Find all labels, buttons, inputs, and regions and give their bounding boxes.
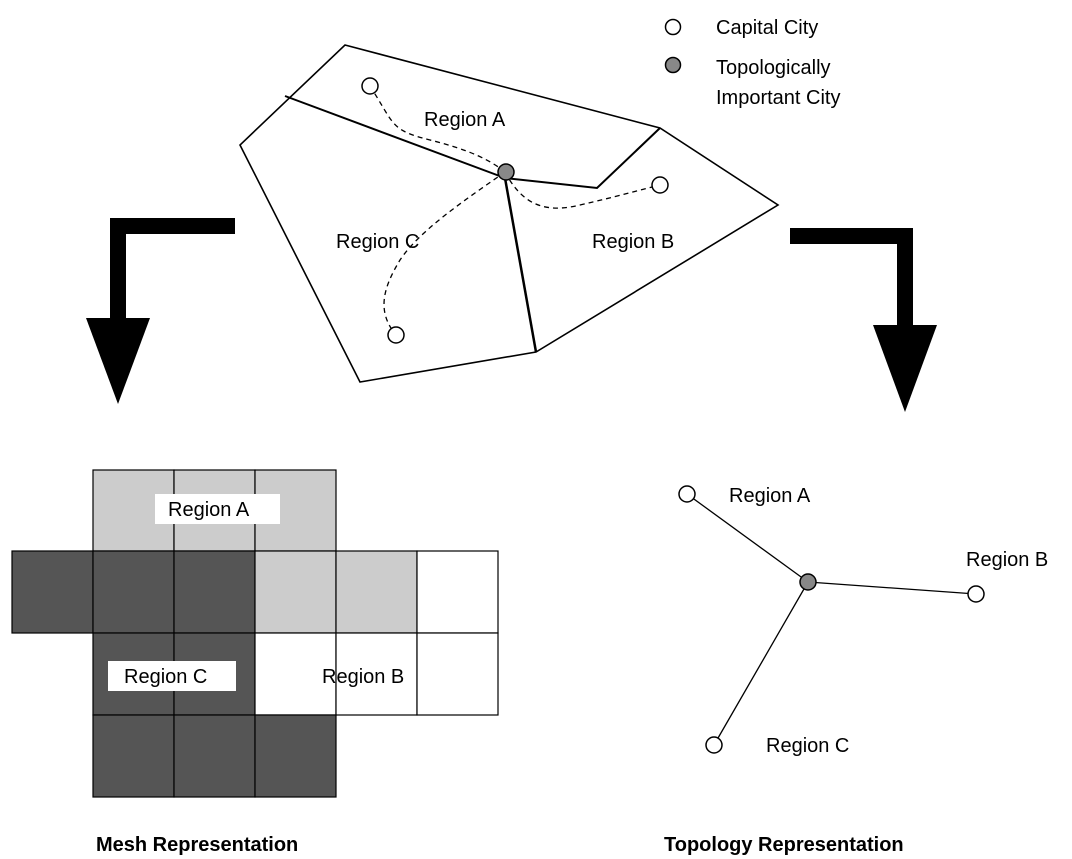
mesh-cell: [416, 550, 499, 634]
mesh-label-region-b: Region B: [322, 666, 404, 688]
topology-edge-a: [686, 493, 809, 583]
map-label-region-a: Region A: [424, 109, 506, 131]
arrow-left: [86, 218, 235, 404]
capital-city-a: [361, 77, 379, 95]
important-city-icon: [664, 56, 682, 74]
border-a-c: [284, 95, 506, 179]
topology-edge-c: [713, 581, 809, 746]
capital-city-icon: [664, 18, 682, 36]
topology-label-region-c: Region C: [766, 735, 849, 757]
mesh-cell: [173, 714, 256, 798]
map-label-region-c: Region C: [336, 231, 419, 253]
capital-city-c: [387, 326, 405, 344]
legend-capital-label: Capital City: [716, 17, 818, 39]
mesh-cell: [335, 550, 418, 634]
capital-city-b: [651, 176, 669, 194]
mesh-representation: Region A Region C Region B Mesh Represen…: [11, 469, 499, 856]
important-city: [497, 163, 515, 181]
mesh-cell: [416, 632, 499, 716]
topology-node-a: [678, 485, 696, 503]
mesh-label-c-bg: [108, 661, 236, 691]
map-label-region-b: Region B: [592, 231, 674, 253]
mesh-cell: [92, 714, 175, 798]
mesh-cell: [335, 632, 418, 716]
mesh-cell: [11, 550, 94, 634]
mesh-caption: Mesh Representation: [96, 834, 298, 856]
mesh-label-region-c: Region C: [124, 666, 207, 688]
legend-important-label-line1: Topologically: [716, 57, 831, 79]
arrow-right: [790, 228, 937, 412]
route-c: [383, 171, 506, 336]
legend-important-label-line2: Important City: [716, 87, 840, 109]
mesh-cell: [254, 714, 337, 798]
route-b: [504, 171, 661, 209]
mesh-cell: [173, 550, 256, 634]
topology-node-center: [799, 573, 817, 591]
arrow-left-head: [86, 318, 150, 404]
mesh-cell: [254, 632, 337, 716]
border-a-b: [504, 127, 661, 190]
region-map: Region A Region B Region C: [239, 44, 780, 383]
topology-edge-b: [807, 581, 977, 595]
mesh-label-region-a: Region A: [168, 499, 250, 521]
topology-label-region-a: Region A: [729, 485, 811, 507]
legend: Capital City Topologically Important Cit…: [664, 17, 840, 109]
topology-node-b: [967, 585, 985, 603]
route-a: [369, 85, 506, 173]
map-outline: [239, 44, 780, 383]
topology-node-c: [705, 736, 723, 754]
arrow-right-shaft: [790, 228, 913, 335]
mesh-label-a-bg: [155, 494, 280, 524]
mesh-cell: [254, 469, 337, 552]
topology-representation: Region A Region B Region C Topology Repr…: [664, 485, 1048, 856]
topology-caption: Topology Representation: [664, 834, 904, 856]
mesh-cell: [254, 550, 337, 634]
topology-label-region-b: Region B: [966, 549, 1048, 571]
arrow-left-shaft: [110, 218, 235, 330]
mesh-cell: [92, 550, 175, 634]
border-b-c: [503, 177, 538, 353]
arrow-right-head: [873, 325, 937, 412]
